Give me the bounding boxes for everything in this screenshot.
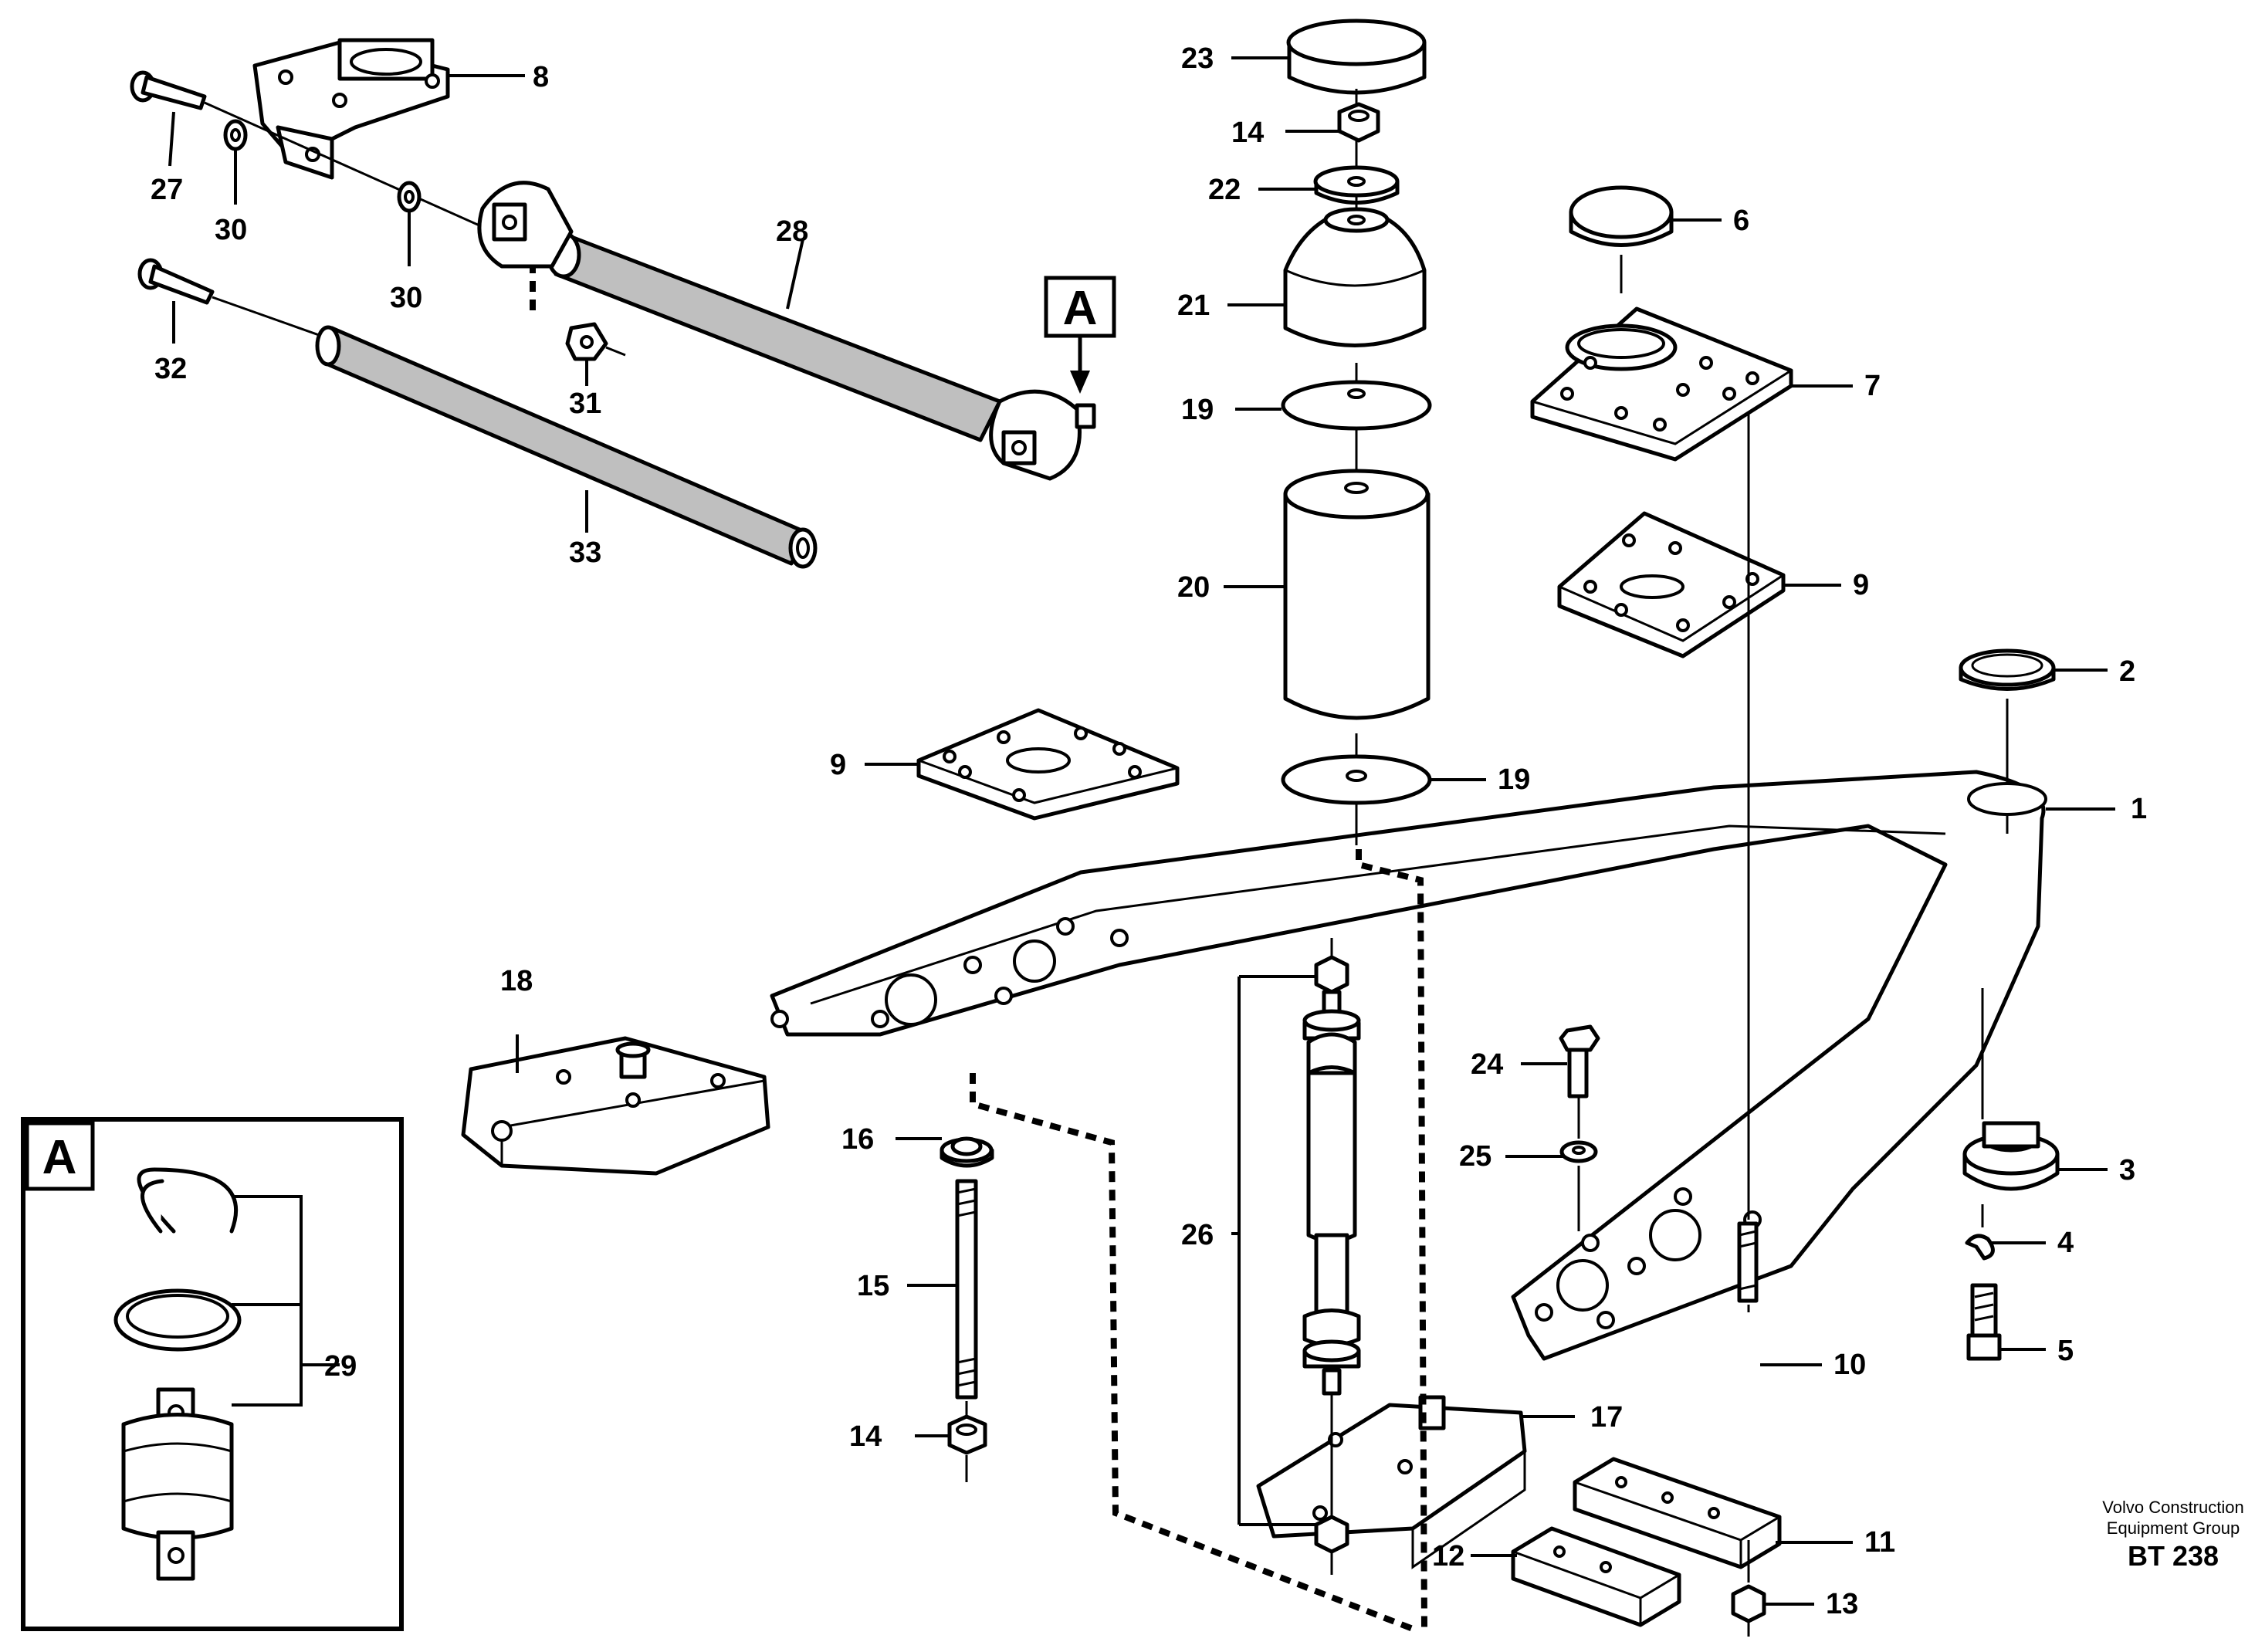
label-19-top: 19 [1181,394,1214,426]
label-31: 31 [569,388,601,420]
part-8-bracket [252,38,450,180]
label-20: 20 [1177,571,1210,604]
detail-box-a: A [21,1117,404,1631]
hidden-line-19 [1356,849,1427,1630]
callout-labels: 1 2 3 4 5 6 7 8 9 9 10 11 12 13 14 14 15… [151,42,2147,1620]
label-27: 27 [151,174,183,206]
part-24-bolt [1559,1024,1600,1099]
svg-text:Volvo Construction: Volvo Construction [2102,1498,2243,1517]
label-9-left: 9 [830,749,846,781]
label-11: 11 [1864,1526,1895,1559]
svg-text:A: A [42,1131,77,1184]
part-9-plate-left [916,708,1180,821]
part-18-bracket [461,1036,770,1176]
part-7-plate [1530,306,1793,462]
label-9-right: 9 [1853,569,1869,601]
part-21-cone-spring [1283,207,1427,347]
part-20-cylinder [1283,469,1431,720]
svg-text:Equipment Group: Equipment Group [2107,1518,2240,1538]
label-18: 18 [500,965,533,997]
part-10-stud [1737,1221,1759,1303]
part-26-shock-absorber [1302,955,1361,1554]
part-3-bushing [1962,1121,2060,1191]
part-19-plate-bottom [1281,754,1432,805]
part-32-bolt [137,258,215,305]
label-29: 29 [324,1350,357,1383]
label-25: 25 [1459,1140,1491,1173]
label-8: 8 [533,61,549,93]
label-22: 22 [1208,174,1241,206]
label-2: 2 [2119,655,2135,688]
part-28-torque-rod [477,181,1096,481]
part-4-lock-washer [1965,1234,1995,1261]
part-16-washer [940,1136,994,1168]
part-14-nut-top [1337,102,1380,143]
part-9-plate-right [1557,511,1786,658]
label-30-right: 30 [390,282,422,314]
label-19-bottom: 19 [1498,763,1530,796]
svg-text:A: A [1063,282,1098,335]
part-33-rod [315,325,818,569]
part-17-bracket [1256,1395,1527,1569]
part-15-stud [955,1179,978,1400]
label-1: 1 [2131,793,2147,825]
part-23-cap [1286,19,1427,95]
leader-lines [168,56,2115,1606]
axis-line-32 [212,296,333,341]
label-7: 7 [1864,370,1881,402]
publisher-credit: Volvo Construction Equipment Group BT 23… [2102,1498,2243,1572]
part-13-nut [1731,1584,1766,1623]
view-marker-a: A [1044,276,1116,394]
label-14-bottom: 14 [849,1420,882,1453]
svg-text:BT 238: BT 238 [2128,1540,2219,1572]
label-6: 6 [1733,205,1749,237]
label-15: 15 [857,1270,889,1302]
label-13: 13 [1826,1588,1858,1620]
label-12: 12 [1432,1540,1464,1572]
part-12-channel [1511,1526,1681,1627]
label-21: 21 [1177,289,1210,322]
part-25-washer [1559,1140,1598,1163]
part-2-cap [1959,648,2056,691]
part-31-nut [565,322,626,361]
label-4: 4 [2057,1227,2074,1259]
label-3: 3 [2119,1154,2135,1187]
label-30-left: 30 [215,214,247,246]
label-17: 17 [1590,1401,1623,1434]
label-24: 24 [1471,1048,1503,1081]
part-19-plate-top [1281,380,1432,431]
label-16: 16 [841,1123,874,1156]
label-26: 26 [1181,1219,1214,1251]
bushing [121,1387,234,1581]
axis-line-27 [204,101,503,237]
label-28: 28 [776,215,808,248]
hidden-line-16 [970,1073,1414,1632]
axis-line-2 [1981,699,2009,1119]
label-5: 5 [2057,1335,2074,1367]
label-33: 33 [569,537,601,569]
label-14-top: 14 [1231,117,1264,149]
label-23: 23 [1181,42,1214,75]
label-10: 10 [1833,1349,1866,1381]
label-32: 32 [154,353,187,385]
part-27-bolt [130,70,207,110]
part-6-cap [1569,185,1674,247]
part-5-bolt [1966,1283,2002,1361]
part-14-nut-bottom [947,1414,987,1455]
